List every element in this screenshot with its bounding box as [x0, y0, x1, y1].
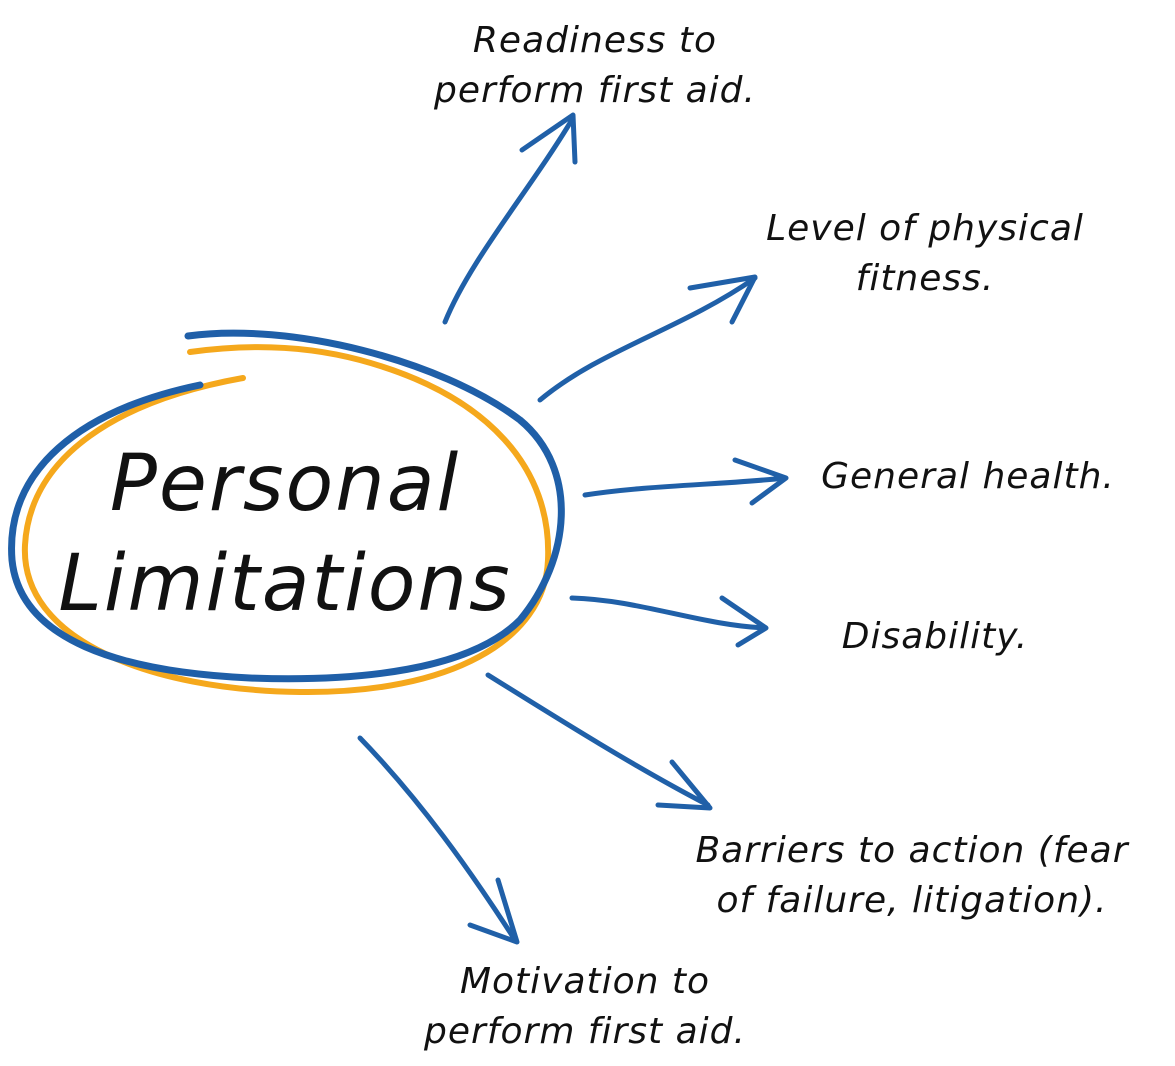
label-barriers-line2: of failure, litigation).	[716, 880, 1107, 921]
label-barriers: Barriers to action (fear of failure, lit…	[695, 830, 1129, 921]
arrow-barriers	[485, 672, 713, 811]
arrow-health	[582, 457, 789, 506]
label-fitness: Level of physical fitness.	[766, 208, 1084, 299]
arrows	[357, 112, 789, 945]
arrow-readiness	[442, 112, 578, 325]
label-readiness-line2: perform first aid.	[433, 70, 756, 111]
label-fitness-line1: Level of physical	[766, 208, 1084, 249]
label-readiness-line1: Readiness to	[473, 20, 717, 61]
label-health: General health.	[821, 456, 1115, 497]
center-ring-orange	[21, 344, 552, 696]
label-fitness-line2: fitness.	[856, 258, 995, 299]
center-node: Personal Limitations	[8, 329, 565, 696]
label-motivation-line2: perform first aid.	[423, 1011, 746, 1052]
label-motivation-line1: Motivation to	[460, 961, 710, 1002]
label-readiness: Readiness to perform first aid.	[433, 20, 756, 111]
arrow-fitness	[537, 274, 758, 403]
arrow-disability	[569, 595, 769, 648]
label-disability-line1: Disability.	[842, 616, 1028, 657]
center-title-line2: Limitations	[58, 539, 511, 629]
label-health-line1: General health.	[821, 456, 1115, 497]
label-motivation: Motivation to perform first aid.	[423, 961, 746, 1052]
label-disability: Disability.	[842, 616, 1028, 657]
center-title-line1: Personal	[110, 439, 460, 529]
arrow-motivation	[357, 735, 520, 945]
center-ring-blue	[8, 329, 565, 683]
label-barriers-line1: Barriers to action (fear	[695, 830, 1129, 871]
